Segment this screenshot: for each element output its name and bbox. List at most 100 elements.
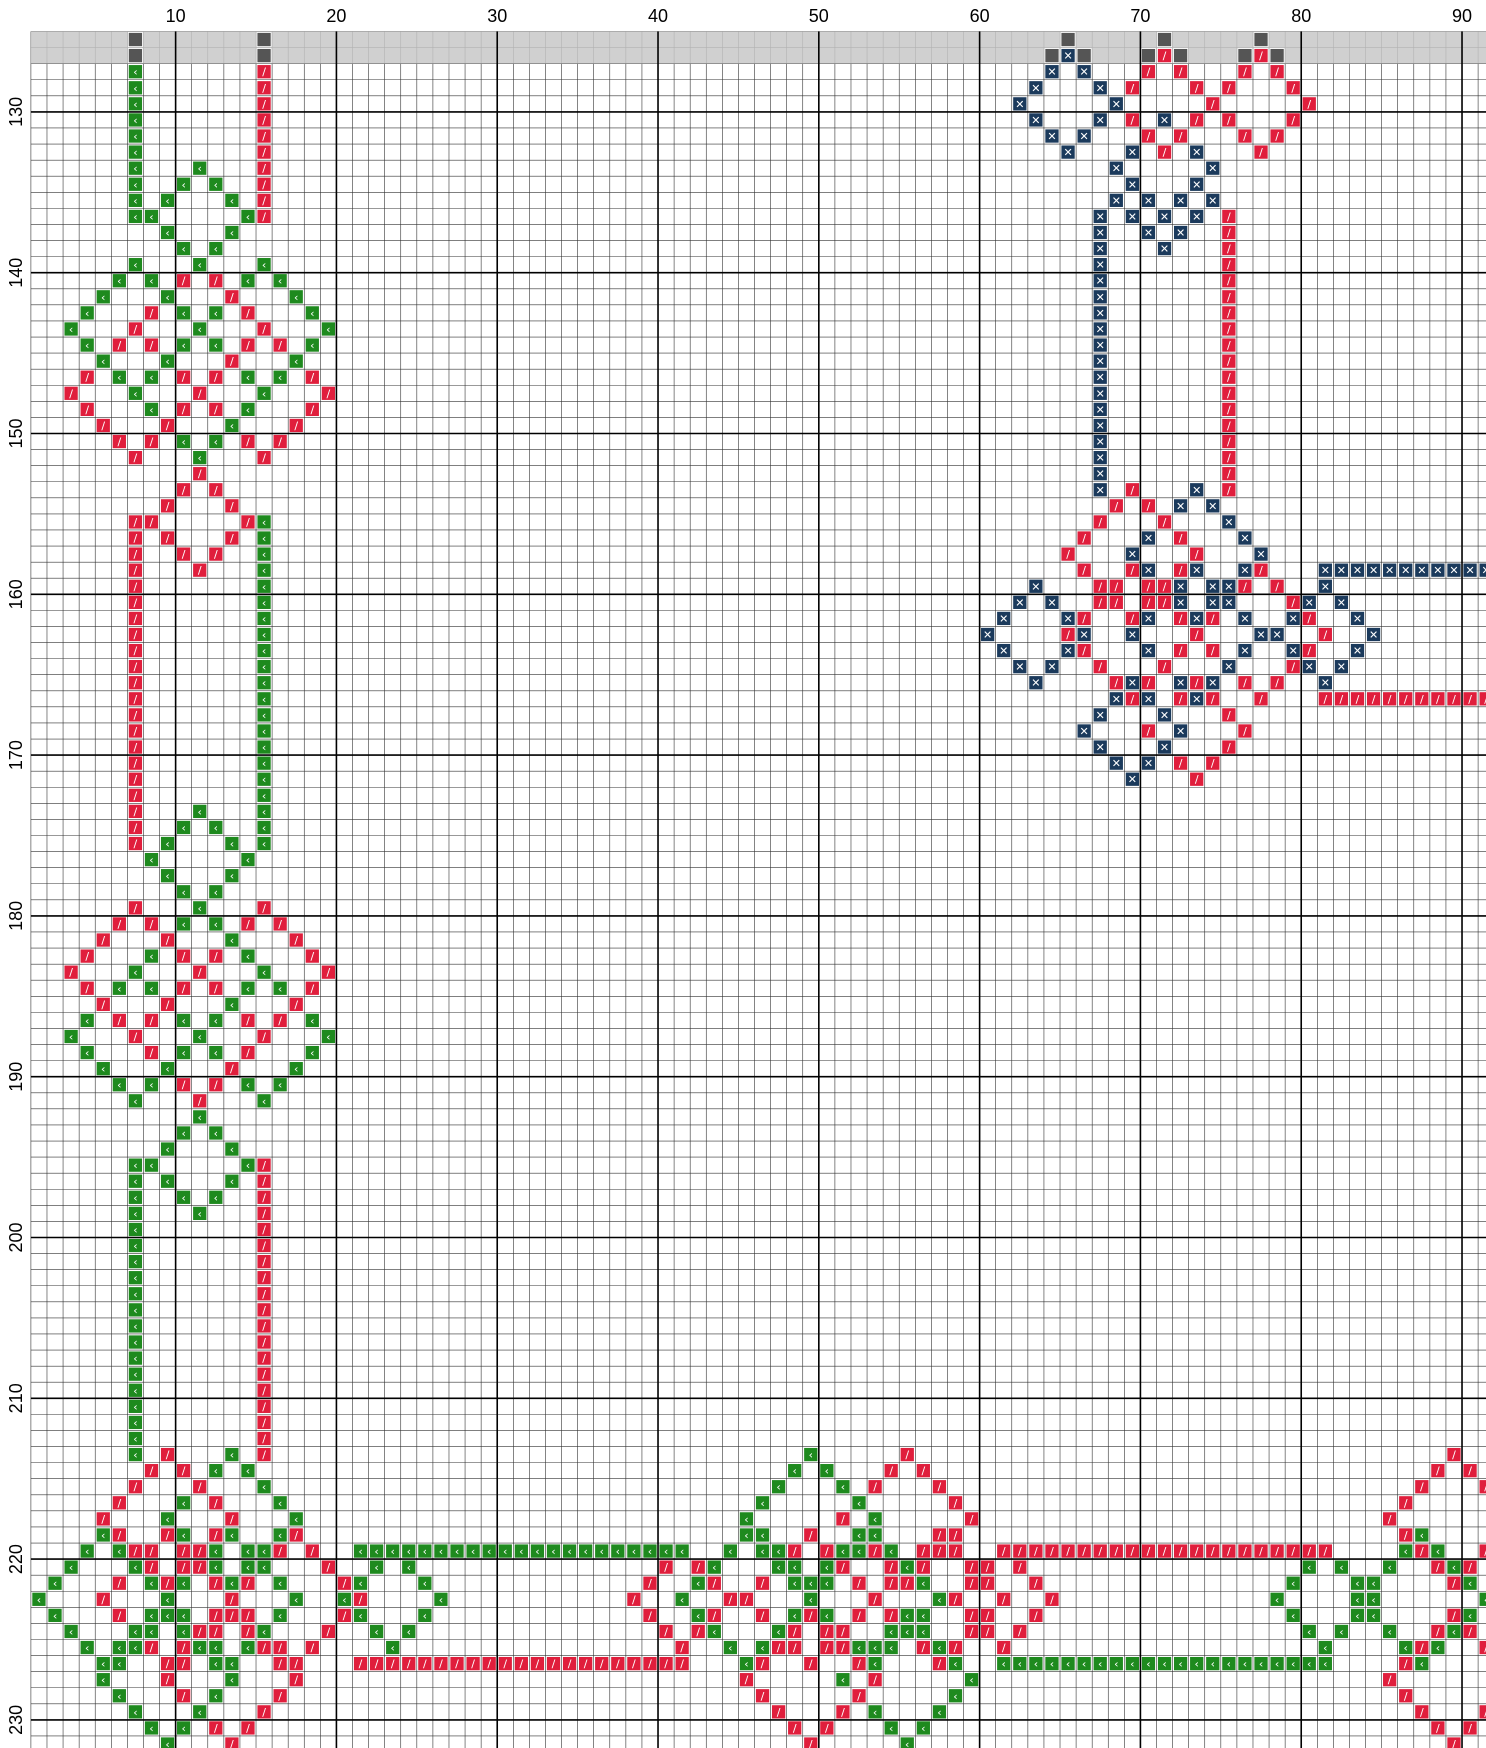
- stitch-symbol: ✕: [1128, 629, 1137, 642]
- stitch-symbol: /: [954, 1593, 958, 1606]
- stitch-symbol: ✕: [1192, 484, 1201, 497]
- stitch-symbol: ‹: [1404, 1545, 1408, 1558]
- stitch-symbol: ✕: [1031, 677, 1040, 690]
- stitch-symbol: /: [214, 371, 218, 384]
- stitch-symbol: /: [166, 1658, 170, 1671]
- stitch-symbol: ‹: [519, 1545, 523, 1558]
- stitch-symbol: /: [262, 1240, 266, 1253]
- stitch-symbol: /: [487, 1658, 491, 1671]
- stitch-symbol: /: [664, 1561, 668, 1574]
- stitch-symbol: /: [1195, 1545, 1199, 1558]
- stitch-symbol: /: [1259, 146, 1263, 159]
- stitch-symbol: ‹: [857, 1545, 861, 1558]
- stitch-symbol: /: [1195, 82, 1199, 95]
- stitch-symbol: ‹: [214, 339, 218, 352]
- stitch-symbol: ✕: [1256, 548, 1265, 561]
- stitch-symbol: /: [841, 1642, 845, 1655]
- stitch-symbol: /: [134, 1545, 138, 1558]
- stitch-symbol: ✕: [1144, 532, 1153, 545]
- stitch-symbol: ‹: [133, 146, 137, 159]
- stitch-symbol: /: [841, 1513, 845, 1526]
- stitch-symbol: ‹: [1371, 1577, 1375, 1590]
- stitch-symbol: ‹: [53, 1609, 57, 1622]
- stitch-symbol: ‹: [262, 1481, 266, 1494]
- stitch-symbol: ‹: [214, 1545, 218, 1558]
- stitch-symbol: ‹: [776, 1481, 780, 1494]
- stitch-symbol: /: [150, 918, 154, 931]
- stitch-symbol: /: [1436, 1561, 1440, 1574]
- stitch-symbol: ‹: [1339, 1625, 1343, 1638]
- stitch-symbol: ‹: [262, 580, 266, 593]
- stitch-symbol: /: [230, 1738, 234, 1748]
- stitch-symbol: ‹: [262, 629, 266, 642]
- stitch-symbol: ✕: [1096, 227, 1105, 240]
- stitch-symbol: /: [1307, 612, 1311, 625]
- stitch-symbol: /: [921, 1561, 925, 1574]
- stitch-symbol: ‹: [326, 1031, 330, 1044]
- row-label: 230: [6, 1705, 26, 1735]
- stitch-symbol: /: [938, 1545, 942, 1558]
- row-label: 210: [6, 1383, 26, 1413]
- stitch-symbol: ‹: [133, 1191, 137, 1204]
- stitch-symbol: ‹: [133, 98, 137, 111]
- stitch-symbol: /: [198, 468, 202, 481]
- stitch-symbol: /: [1195, 677, 1199, 690]
- stitch-symbol: /: [1211, 98, 1215, 111]
- stitch-symbol: ‹: [181, 886, 185, 899]
- stitch-symbol: /: [150, 516, 154, 529]
- stitch-symbol: ‹: [616, 1545, 620, 1558]
- stitch-symbol: ✕: [1176, 725, 1185, 738]
- stitch-symbol: ‹: [133, 66, 137, 79]
- stitch-symbol: /: [1114, 677, 1118, 690]
- stitch-symbol: ‹: [230, 838, 234, 851]
- stitch-symbol: /: [230, 1609, 234, 1622]
- stitch-symbol: ✕: [1015, 98, 1024, 111]
- stitch-symbol: ‹: [214, 1465, 218, 1478]
- stitch-symbol: /: [873, 1593, 877, 1606]
- stitch-symbol: /: [278, 1545, 282, 1558]
- stitch-symbol: ✕: [1160, 114, 1169, 127]
- stitch-symbol: /: [1131, 693, 1135, 706]
- stitch-symbol: /: [182, 1545, 186, 1558]
- stitch-symbol: ✕: [1096, 709, 1105, 722]
- stitch-symbol: /: [294, 934, 298, 947]
- stitch-symbol: ‹: [165, 227, 169, 240]
- stitch-symbol: ‹: [1404, 1642, 1408, 1655]
- stitch-symbol: ✕: [1192, 612, 1201, 625]
- stitch-symbol: /: [938, 1529, 942, 1542]
- stitch-symbol: /: [117, 436, 121, 449]
- stitch-symbol: ‹: [262, 1545, 266, 1558]
- stitch-symbol: /: [825, 1722, 829, 1735]
- stitch-symbol: ✕: [1096, 403, 1105, 416]
- stitch-symbol: /: [1404, 1690, 1408, 1703]
- row-label: 130: [6, 97, 26, 127]
- stitch-symbol: ✕: [1337, 564, 1346, 577]
- stitch-symbol: /: [1227, 291, 1231, 304]
- stitch-symbol: /: [117, 1014, 121, 1027]
- stitch-symbol: ‹: [246, 1545, 250, 1558]
- row-label: 160: [6, 579, 26, 609]
- stitch-symbol: ‹: [744, 1513, 748, 1526]
- stitch-symbol: ‹: [165, 1593, 169, 1606]
- stitch-symbol: ‹: [1339, 1561, 1343, 1574]
- stitch-symbol: ‹: [1194, 1658, 1198, 1671]
- stitch-symbol: /: [198, 1095, 202, 1108]
- stitch-symbol: ‹: [230, 1529, 234, 1542]
- stitch-symbol: /: [761, 1690, 765, 1703]
- stitch-symbol: ‹: [680, 1545, 684, 1558]
- column-label: 90: [1452, 6, 1472, 26]
- stitch-symbol: ‹: [117, 1079, 121, 1092]
- stitch-symbol: ‹: [198, 162, 202, 175]
- stitch-symbol: ‹: [101, 355, 105, 368]
- stitch-symbol: /: [1018, 1561, 1022, 1574]
- stitch-symbol: /: [1179, 693, 1183, 706]
- stitch-symbol: ‹: [133, 1256, 137, 1269]
- stitch-symbol: ✕: [1096, 468, 1105, 481]
- stitch-symbol: /: [1098, 516, 1102, 529]
- stitch-symbol: ‹: [117, 1690, 121, 1703]
- stitch-symbol: /: [262, 130, 266, 143]
- stitch-symbol: ‹: [792, 1465, 796, 1478]
- stitch-symbol: ‹: [133, 1320, 137, 1333]
- stitch-symbol: ‹: [149, 1159, 153, 1172]
- stitch-symbol: /: [150, 1465, 154, 1478]
